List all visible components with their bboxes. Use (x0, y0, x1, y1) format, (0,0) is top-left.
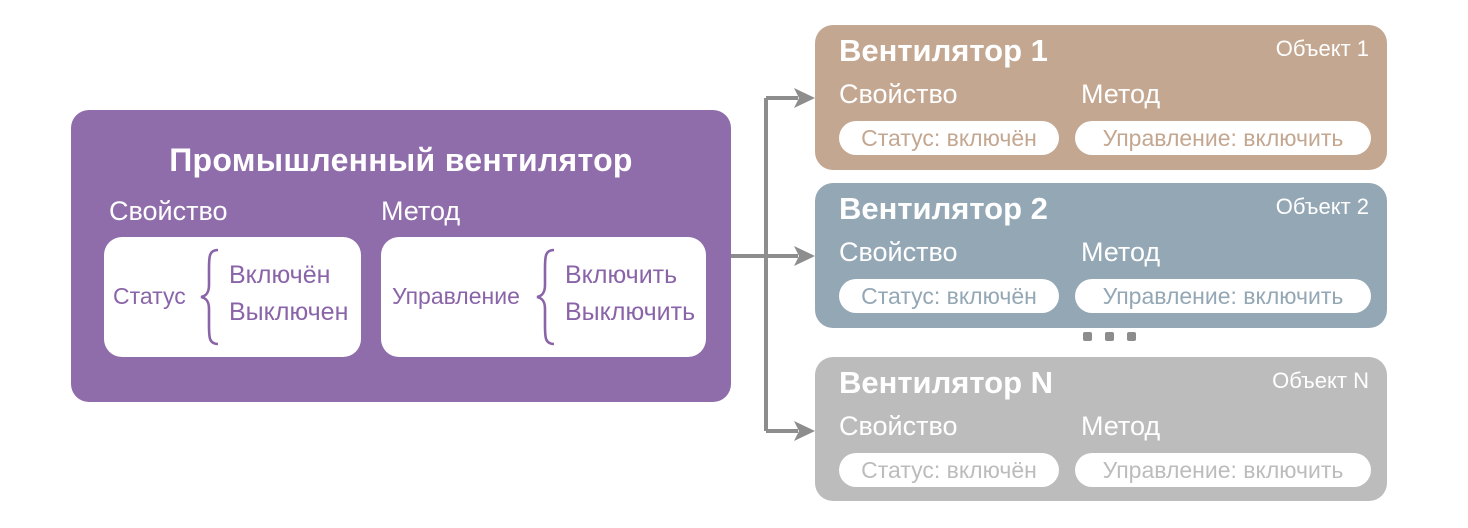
class-property-name: Статус (113, 283, 186, 309)
arrow-head-icon (794, 246, 815, 266)
object-card-2: Вентилятор 2 Объект 2 Свойство Метод Ста… (815, 183, 1387, 328)
object-property-label: Свойство (839, 79, 958, 109)
object-method-pill: Управление: включить (1075, 453, 1371, 487)
object-tag: Объект 1 (1275, 36, 1369, 61)
ellipsis-icon (1080, 332, 1140, 348)
object-method-label: Метод (1081, 237, 1161, 267)
arrow-head-icon (794, 88, 815, 108)
brace-icon (536, 248, 555, 346)
class-method-box: Управление Включить Выключить (381, 237, 706, 357)
class-method-name: Управление (392, 283, 520, 309)
object-method-label: Метод (1081, 411, 1161, 441)
object-property-pill: Статус: включён (839, 453, 1059, 487)
object-property-pill: Статус: включён (839, 121, 1059, 155)
object-card-n: Вентилятор N Объект N Свойство Метод Ста… (815, 357, 1387, 501)
class-method-value-on: Включить (565, 261, 678, 289)
class-title: Промышленный вентилятор (169, 142, 633, 178)
class-method-value-off: Выключить (565, 298, 696, 326)
object-name: Вентилятор 1 (839, 33, 1048, 68)
arrow-head-icon (794, 421, 815, 441)
object-name: Вентилятор 2 (839, 191, 1048, 226)
class-property-box: Статус Включён Выключен (104, 237, 361, 357)
object-tag: Объект 2 (1275, 194, 1369, 219)
class-property-label: Свойство (109, 196, 228, 226)
object-property-label: Свойство (839, 237, 958, 267)
class-method-label: Метод (381, 196, 461, 226)
object-card-1: Вентилятор 1 Объект 1 Свойство Метод Ста… (815, 25, 1387, 170)
object-property-pill: Статус: включён (839, 279, 1059, 313)
brace-icon (200, 248, 219, 346)
object-name: Вентилятор N (839, 365, 1054, 400)
class-property-value-on: Включён (229, 261, 331, 289)
class-property-value-off: Выключен (229, 298, 349, 326)
object-property-label: Свойство (839, 411, 958, 441)
object-tag: Объект N (1272, 368, 1369, 393)
class-box: Промышленный вентилятор Свойство Метод С… (71, 110, 731, 402)
object-method-pill: Управление: включить (1075, 279, 1371, 313)
object-method-pill: Управление: включить (1075, 121, 1371, 155)
object-method-label: Метод (1081, 79, 1161, 109)
